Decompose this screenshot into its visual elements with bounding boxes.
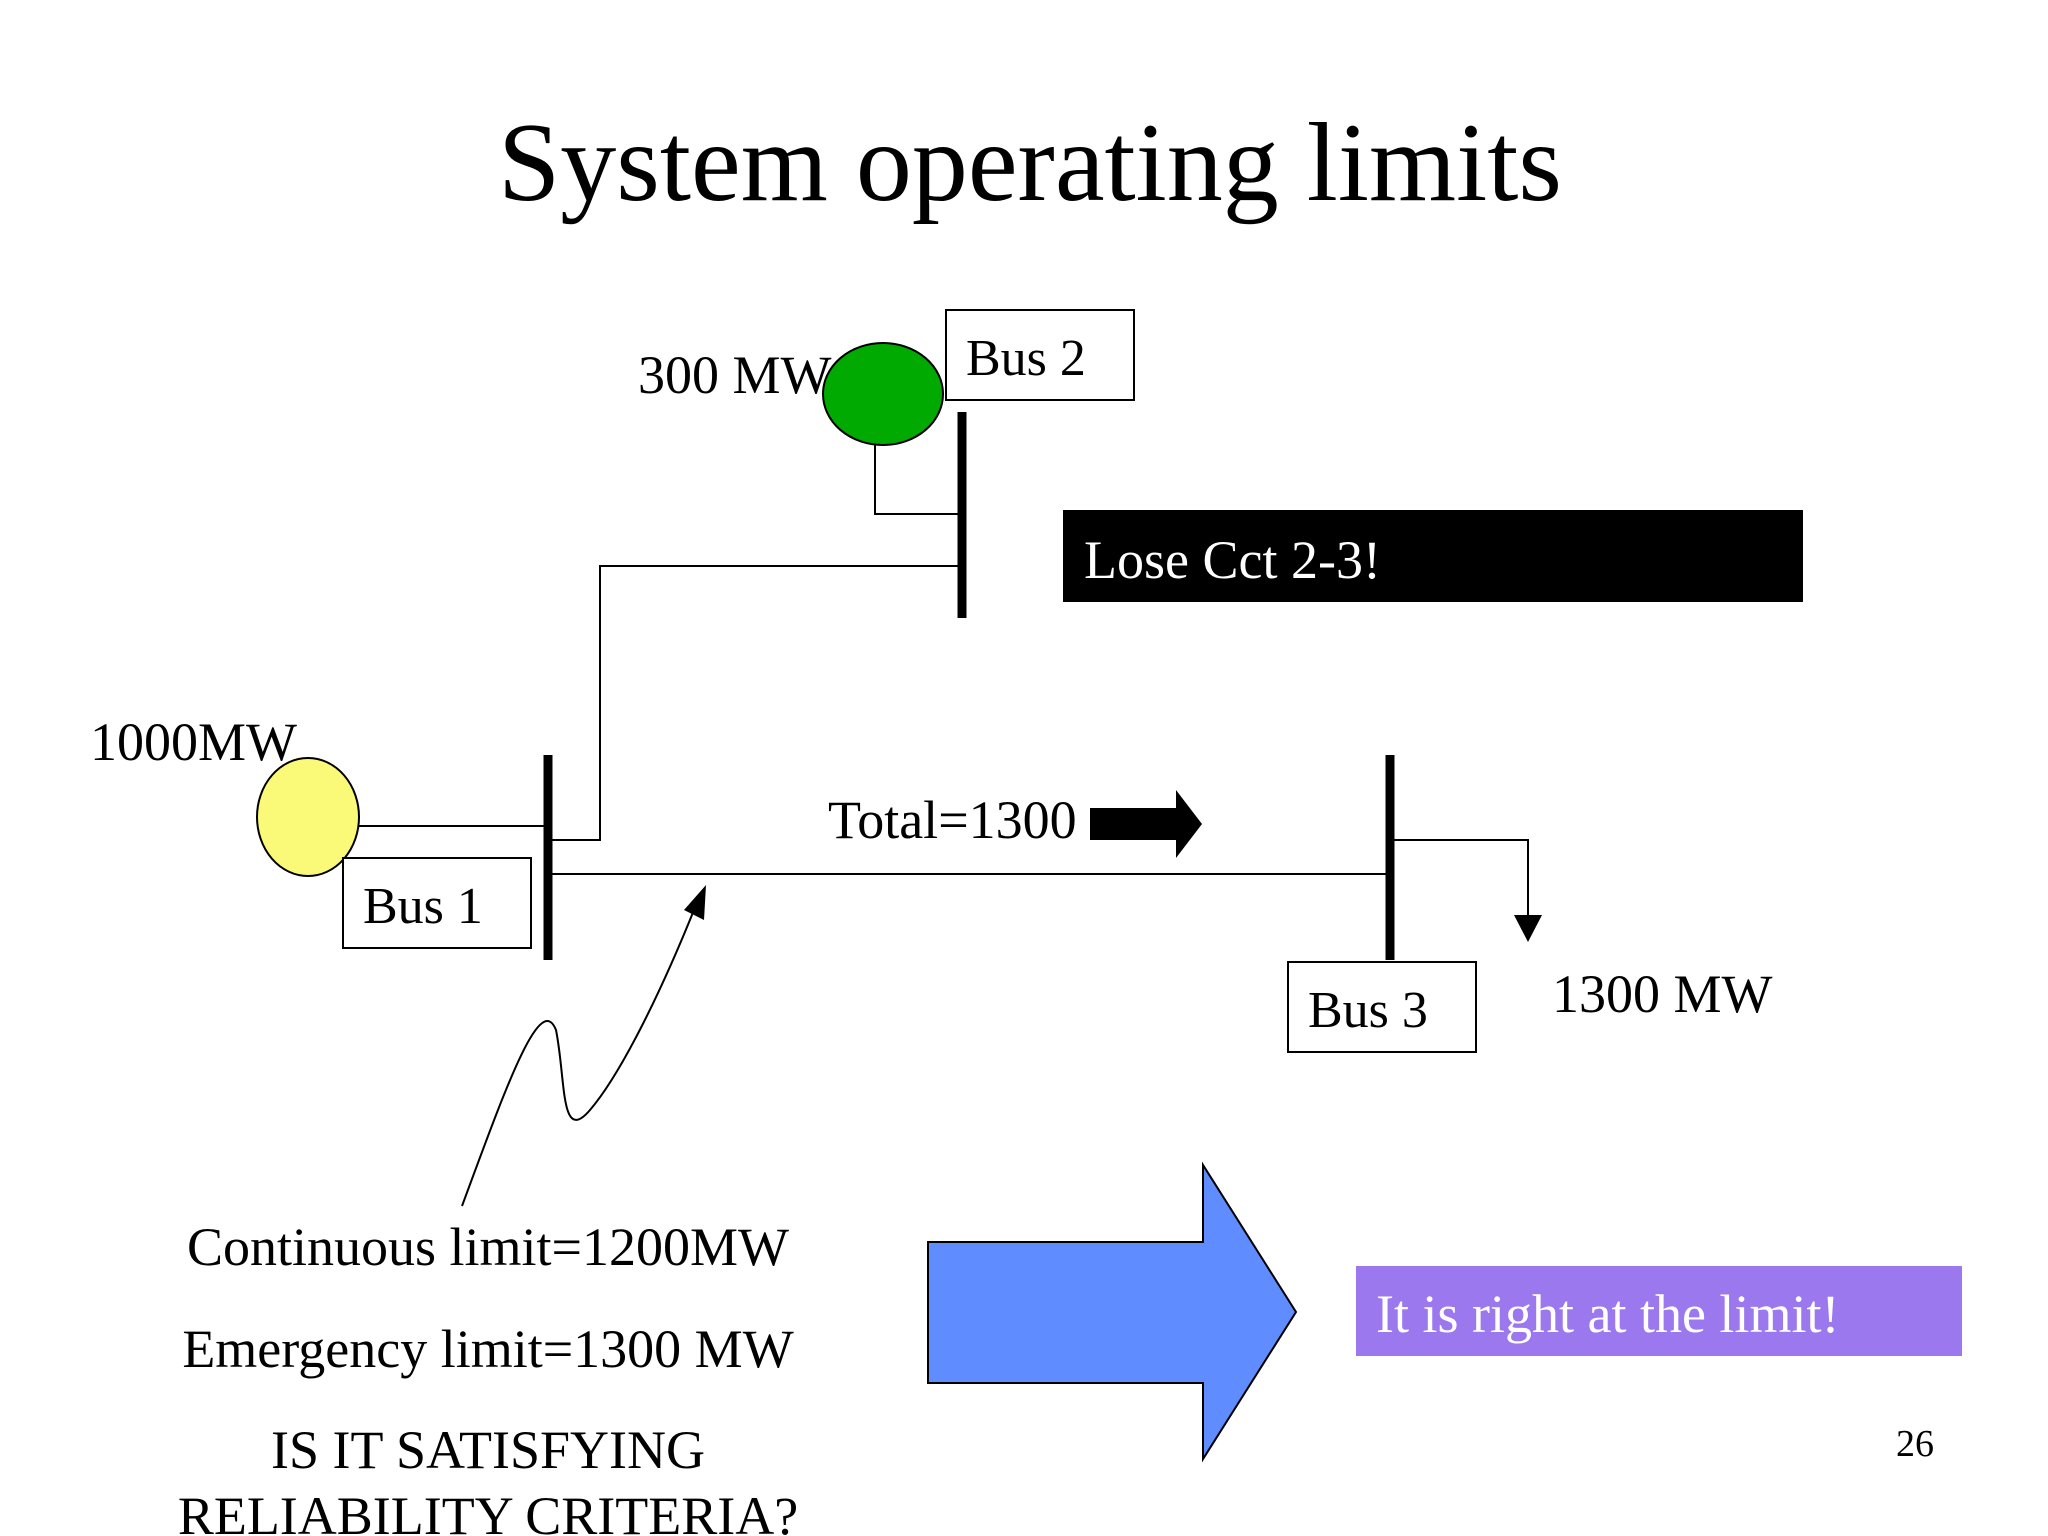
bus-1-label: Bus 1 xyxy=(363,878,483,935)
gen-1-output-label: 1000MW xyxy=(90,712,297,772)
limit-pointer-arrow xyxy=(461,904,697,1207)
flow-total-label: Total=1300 xyxy=(828,790,1077,850)
flow-arrow xyxy=(1090,790,1202,858)
conclusion-arrow xyxy=(927,1161,1298,1463)
emergency-limit-text: Emergency limit=1300 MW xyxy=(182,1319,793,1379)
load-connection xyxy=(1390,839,1529,918)
conclusion-box xyxy=(1356,1266,1962,1356)
page-title: System operating limits xyxy=(498,101,1562,225)
bus-1-label-box xyxy=(342,857,532,949)
question-line-2: RELIABILITY CRITERIA? xyxy=(178,1486,798,1536)
line-1-2 xyxy=(548,565,962,841)
contingency-text: Lose Cct 2-3! xyxy=(1084,530,1381,590)
limit-pointer-arrowhead xyxy=(684,885,706,920)
load-value-label: 1300 MW xyxy=(1552,964,1773,1024)
gen-2-connection xyxy=(874,440,962,515)
continuous-limit-text: Continuous limit=1200MW xyxy=(187,1217,789,1277)
contingency-banner xyxy=(1063,510,1803,602)
bus-3-label: Bus 3 xyxy=(1308,982,1428,1039)
load-arrow xyxy=(1514,915,1542,942)
bus-3-label-box xyxy=(1287,961,1477,1053)
generator-1 xyxy=(256,757,360,877)
question-line-1: IS IT SATISFYING xyxy=(271,1420,705,1480)
page-number: 26 xyxy=(1896,1423,1934,1465)
gen-2-output-label: 300 MW xyxy=(638,345,832,405)
bus-2-label: Bus 2 xyxy=(966,330,1086,387)
conclusion-text: It is right at the limit! xyxy=(1376,1284,1839,1344)
bus-2-label-box xyxy=(945,309,1135,401)
generator-2 xyxy=(822,342,944,446)
